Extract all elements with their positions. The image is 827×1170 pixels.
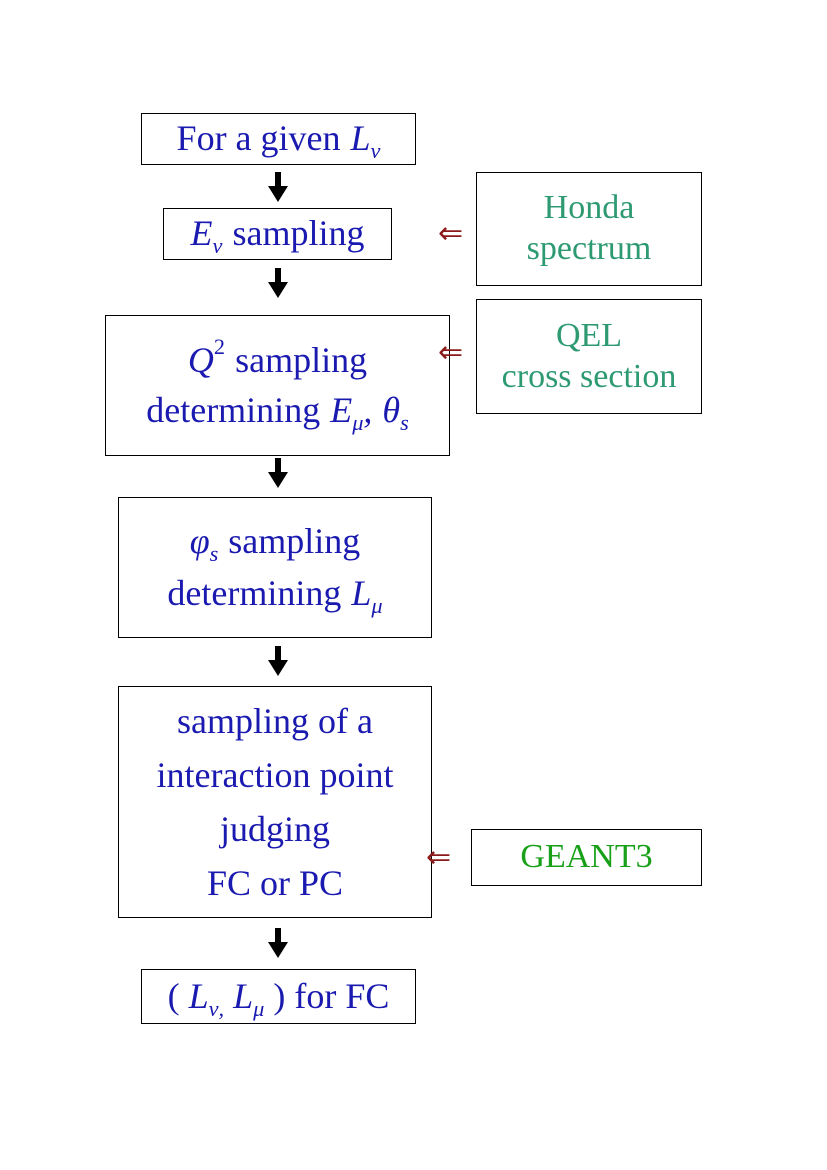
step5-line3: judging xyxy=(219,809,330,849)
subscript-mu: μ xyxy=(253,995,265,1021)
symbol-theta: θ xyxy=(382,389,401,430)
step-phi-line1: φs sampling xyxy=(189,520,361,567)
qel-line1: QEL xyxy=(555,316,623,354)
step-ev-sampling-text: Eν sampling xyxy=(190,212,365,259)
step-ev-sampling-box: Eν sampling xyxy=(163,208,392,260)
symbol-phi: φ xyxy=(189,521,210,562)
subscript-nu: ν xyxy=(212,233,223,259)
close-paren: ) xyxy=(273,975,286,1016)
determining-label: determining xyxy=(146,389,321,430)
subscript-mu: μ xyxy=(371,592,383,618)
honda-spectrum-box: Honda spectrum xyxy=(476,172,702,286)
step5-line1: sampling of a xyxy=(177,701,373,741)
honda-line2: spectrum xyxy=(526,230,652,267)
symbol-e: E xyxy=(190,213,213,254)
comma: , xyxy=(363,389,373,430)
sampling-label: sampling xyxy=(228,521,361,562)
subscript-s: s xyxy=(400,409,409,435)
step-q2-line1: Q2 sampling xyxy=(187,336,368,382)
subscript-mu: μ xyxy=(352,409,364,435)
step-interaction-point-box: sampling of a interaction point judging … xyxy=(118,686,432,918)
honda-line1: Honda xyxy=(543,189,635,227)
geant3-box: GEANT3 xyxy=(471,829,702,886)
qel-input-arrow-icon: ⇐ xyxy=(438,335,464,370)
down-arrow-icon xyxy=(268,172,288,202)
determining-label: determining xyxy=(167,572,342,613)
symbol-l: L xyxy=(233,975,254,1016)
symbol-l: L xyxy=(188,975,209,1016)
down-arrow-icon xyxy=(268,268,288,298)
symbol-l: L xyxy=(351,572,372,613)
step5-line4: FC or PC xyxy=(206,863,344,903)
step-result-box: ( Lν, Lμ ) for FC xyxy=(141,969,416,1024)
down-arrow-icon xyxy=(268,646,288,676)
subscript-nu: ν, xyxy=(208,995,225,1021)
geant3-label: GEANT3 xyxy=(520,838,653,876)
subscript-s: s xyxy=(209,541,219,567)
sampling-label: sampling xyxy=(232,213,365,254)
open-paren: ( xyxy=(167,975,180,1016)
symbol-l: L xyxy=(350,118,371,159)
step5-line2: interaction point xyxy=(156,755,394,795)
step-result-text: ( Lν, Lμ ) for FC xyxy=(167,975,390,1021)
geant3-input-arrow-icon: ⇐ xyxy=(426,840,452,875)
down-arrow-icon xyxy=(268,928,288,958)
superscript-2: 2 xyxy=(213,334,226,360)
given-prefix: For a given xyxy=(176,118,341,159)
sampling-label: sampling xyxy=(235,340,368,381)
subscript-nu: ν xyxy=(370,138,381,164)
symbol-e: E xyxy=(330,389,353,430)
down-arrow-icon xyxy=(268,458,288,488)
qel-line2: cross section xyxy=(501,357,677,395)
qel-cross-section-box: QEL cross section xyxy=(476,299,702,414)
symbol-q: Q xyxy=(187,340,214,381)
honda-input-arrow-icon: ⇐ xyxy=(438,216,464,251)
for-fc-label: for FC xyxy=(294,975,390,1016)
